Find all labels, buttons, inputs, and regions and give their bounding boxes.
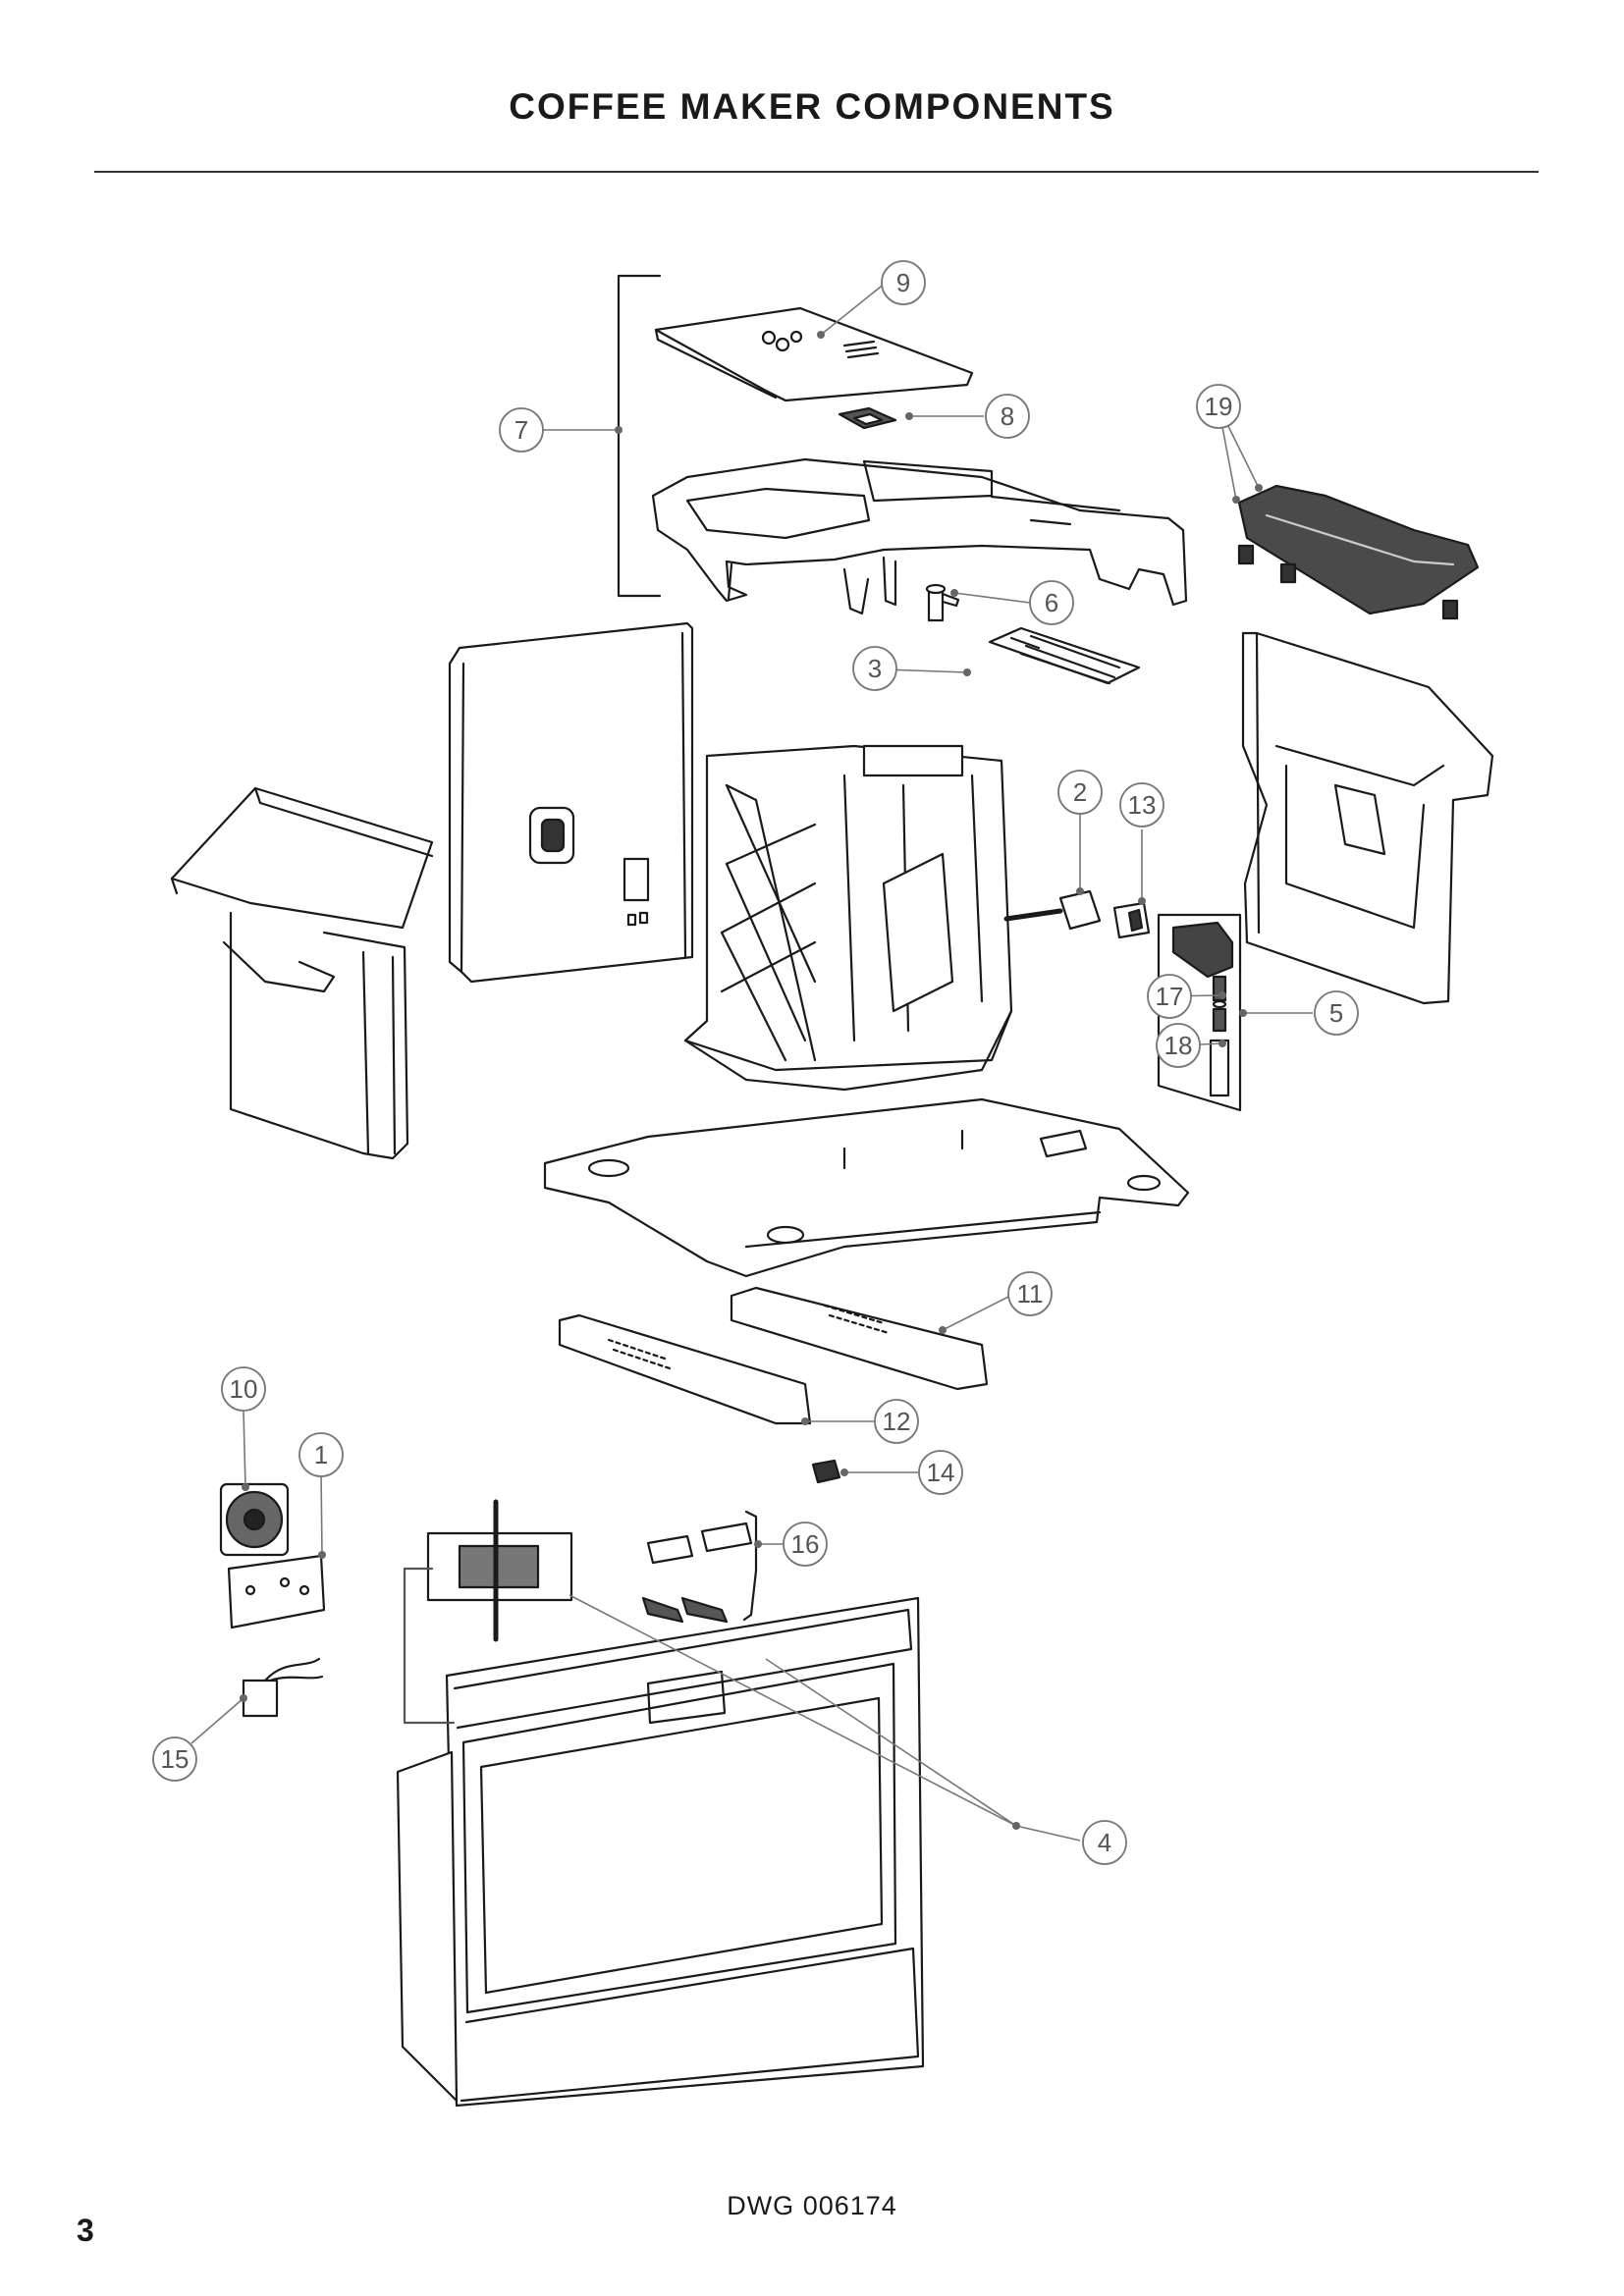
callout-18-label: 18 bbox=[1164, 1031, 1193, 1060]
top-lid-part bbox=[654, 306, 974, 402]
lower-rail-part bbox=[558, 1313, 812, 1425]
title-divider bbox=[94, 171, 1539, 173]
drip-grille-part bbox=[988, 626, 1141, 685]
cooling-fan-part bbox=[219, 1482, 290, 1557]
callout-14-label: 14 bbox=[927, 1458, 955, 1487]
callout-17-label: 17 bbox=[1156, 982, 1184, 1011]
callout-8-circle bbox=[985, 394, 1030, 439]
callout-11-label: 11 bbox=[1017, 1279, 1044, 1308]
sensor-part bbox=[1003, 889, 1102, 931]
front-door-part bbox=[396, 1596, 925, 2108]
callout-7-circle bbox=[499, 407, 544, 453]
callout-6-label: 6 bbox=[1045, 588, 1058, 617]
callout-14-circle bbox=[918, 1450, 963, 1495]
callout-4-label: 4 bbox=[1098, 1828, 1111, 1857]
callout-4-circle bbox=[1082, 1820, 1127, 1865]
callout-2-circle bbox=[1057, 770, 1103, 815]
callout-16-label: 16 bbox=[791, 1529, 820, 1559]
callout-16-circle bbox=[783, 1522, 828, 1567]
callout-3-label: 3 bbox=[868, 654, 882, 683]
page-title: COFFEE MAKER COMPONENTS bbox=[509, 86, 1115, 127]
drip-tray-part bbox=[1237, 484, 1480, 620]
callout-1-label: 1 bbox=[314, 1440, 328, 1469]
callout-8-label: 8 bbox=[1001, 401, 1014, 431]
callout-9-circle bbox=[881, 260, 926, 305]
control-board-part bbox=[227, 1554, 326, 1629]
left-side-panel-part bbox=[448, 621, 694, 984]
lid-insert-part bbox=[838, 406, 897, 430]
page-number: 3 bbox=[77, 2213, 94, 2248]
callout-5-circle bbox=[1314, 990, 1359, 1036]
callout-15-label: 15 bbox=[161, 1744, 189, 1774]
base-plate-part bbox=[543, 1097, 1190, 1278]
valve-assembly-part bbox=[1157, 913, 1242, 1112]
right-side-panel-part bbox=[1241, 631, 1494, 1005]
small-clip-part bbox=[811, 1459, 841, 1484]
callout-13-label: 13 bbox=[1128, 790, 1157, 820]
connector-clip-part bbox=[1112, 901, 1151, 939]
callout-17-circle bbox=[1147, 974, 1192, 1019]
callout-18-circle bbox=[1156, 1023, 1201, 1068]
callout-12-label: 12 bbox=[883, 1407, 911, 1436]
callout-7-label: 7 bbox=[514, 415, 528, 445]
central-frame-part bbox=[683, 744, 1013, 1092]
top-frame-part bbox=[651, 457, 1188, 615]
water-tank-part bbox=[170, 786, 434, 1160]
hinge-hardware-part bbox=[641, 1510, 758, 1624]
callout-9-label: 9 bbox=[896, 268, 910, 297]
callout-10-circle bbox=[221, 1366, 266, 1412]
drawing-number: DWG 006174 bbox=[727, 2191, 897, 2220]
callout-1-circle bbox=[298, 1432, 344, 1477]
switch-part bbox=[242, 1657, 324, 1718]
callout-19-label: 19 bbox=[1205, 392, 1233, 421]
spout-part bbox=[925, 583, 960, 622]
callout-2-label: 2 bbox=[1073, 777, 1087, 807]
callout-10-label: 10 bbox=[230, 1374, 258, 1404]
callout-15-circle bbox=[152, 1736, 197, 1782]
callout-6-circle bbox=[1029, 580, 1074, 625]
callout-13-circle bbox=[1119, 782, 1164, 828]
upper-rail-part bbox=[730, 1286, 989, 1391]
callout-19-circle bbox=[1196, 384, 1241, 429]
callout-5-label: 5 bbox=[1329, 998, 1343, 1028]
callout-3-circle bbox=[852, 646, 897, 691]
display-bracket-part bbox=[426, 1499, 573, 1642]
callout-11-circle bbox=[1007, 1271, 1053, 1316]
callout-12-circle bbox=[874, 1399, 919, 1444]
